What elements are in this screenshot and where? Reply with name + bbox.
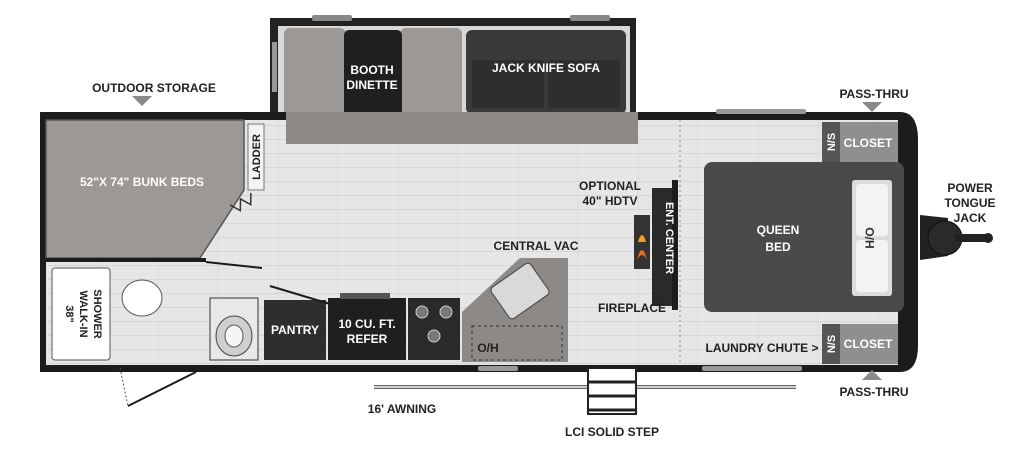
label-pass-thru-top: PASS-THRU [839, 87, 908, 101]
label-closet-top: CLOSET [844, 136, 893, 150]
slide-trim [312, 15, 352, 21]
closet-top [840, 122, 898, 162]
outdoor-storage-arrow [132, 96, 152, 106]
burner-icon [427, 329, 441, 343]
label-booth: BOOTH [350, 63, 393, 77]
dinette-table [344, 30, 402, 134]
slide-trim [570, 15, 610, 21]
stove [408, 298, 460, 360]
flame-icon [637, 250, 647, 260]
entry-door [127, 371, 197, 407]
pillow [856, 240, 888, 292]
sink-basin [224, 324, 244, 348]
toilet-icon [121, 279, 163, 317]
label-shower: SHOWER [91, 289, 103, 339]
label-bunk-beds: 52"X 74" BUNK BEDS [80, 175, 204, 189]
label-central-vac: CENTRAL VAC [494, 239, 579, 253]
lci-solid-step [587, 367, 637, 415]
label-power: POWER [947, 181, 993, 195]
dinette-bench-right [400, 28, 462, 136]
label-queen: QUEEN [757, 223, 800, 237]
label-closet-bottom: CLOSET [844, 337, 893, 351]
pantry [264, 300, 326, 360]
label-walk-in: WALK-IN [77, 290, 89, 337]
pillow [856, 184, 888, 236]
label-jack-knife-sofa: JACK KNIFE SOFA [492, 61, 600, 75]
entertainment-center [652, 188, 672, 306]
ladder [247, 123, 265, 191]
refrigerator [328, 298, 406, 360]
wall-trim [702, 366, 802, 371]
dinette-bench-left [284, 28, 346, 136]
label-fireplace: FIREPLACE [598, 301, 666, 315]
refer-handle [340, 293, 390, 299]
bath-door [205, 261, 263, 269]
label-outdoor-storage: OUTDOOR STORAGE [92, 81, 216, 95]
bath-wall [46, 258, 206, 262]
nightstand-bottom [822, 324, 840, 364]
label-bed: BED [765, 240, 791, 254]
label-tongue: TONGUE [944, 196, 995, 210]
burner-icon [415, 305, 429, 319]
closet-bottom [840, 324, 898, 364]
bunk-beds [45, 119, 245, 259]
label-lci-solid-step: LCI SOLID STEP [565, 425, 659, 439]
label-laundry-chute: LAUNDRY CHUTE > [705, 341, 818, 355]
hitch [955, 234, 985, 242]
sofa-cushion [548, 60, 620, 108]
sofa-cushion [472, 60, 544, 108]
label-shower-38: 38" [63, 305, 75, 322]
hdtv [672, 180, 678, 310]
slide-trim [272, 42, 277, 92]
label-oh: O/H [477, 341, 498, 355]
hitch-ball [983, 233, 993, 243]
overhead-cabinet [471, 325, 563, 361]
label-ent-center: ENT. CENTER [663, 202, 675, 274]
wall-trim [716, 109, 806, 114]
burner-icon [439, 305, 453, 319]
kitchen-sink [490, 262, 550, 320]
label-optional: OPTIONAL [579, 179, 641, 193]
label-dinette: DINETTE [346, 78, 397, 92]
pantry-door [269, 285, 331, 305]
door-swing [119, 367, 129, 407]
label-ns-top: N/S [826, 133, 838, 151]
label-h-o: H/O [863, 227, 877, 248]
nightstand-top [822, 122, 840, 162]
pass-thru-arrow-bottom [862, 370, 882, 380]
wall-trim [478, 366, 518, 371]
label-refer: REFER [347, 332, 388, 346]
label-refer-size: 10 CU. FT. [338, 317, 395, 331]
slide-out-base-main [286, 112, 638, 144]
label-jack: JACK [954, 211, 987, 225]
spring-icon [229, 192, 252, 212]
walk-in-shower [51, 267, 111, 361]
label-pass-thru-bottom: PASS-THRU [839, 385, 908, 399]
pass-thru-arrow-top [862, 102, 882, 112]
label-ladder: LADDER [251, 134, 263, 180]
label-awning: 16' AWNING [368, 402, 436, 416]
flame-icon [638, 235, 646, 242]
label-hdtv: 40" HDTV [582, 194, 637, 208]
label-pantry: PANTRY [271, 323, 319, 337]
label-ns-bottom: N/S [826, 335, 838, 353]
